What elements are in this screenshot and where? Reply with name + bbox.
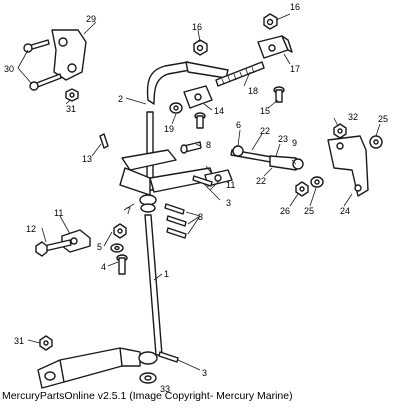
bolt-4 — [116, 254, 128, 275]
callout-2: 2 — [118, 94, 123, 104]
leader-lines — [17, 13, 381, 371]
springs-3 — [158, 175, 213, 363]
callout-22: 22 — [256, 176, 266, 186]
bolt-15 — [273, 86, 285, 103]
threaded-rod-18 — [215, 61, 265, 87]
callout-19: 19 — [164, 124, 174, 134]
callout-30: 30 — [4, 64, 14, 74]
callout-31: 31 — [66, 104, 76, 114]
nut-26 — [295, 181, 309, 197]
swivel-block-17 — [257, 35, 293, 59]
callout-16: 16 — [192, 22, 202, 32]
callout-12: 12 — [26, 224, 36, 234]
bolt-19b — [194, 112, 206, 129]
bolt-12 — [35, 239, 72, 257]
callout-4: 4 — [101, 262, 106, 272]
washer-25-a — [369, 135, 383, 149]
callout-13: 13 — [82, 154, 92, 164]
lower-lever-arm — [37, 347, 158, 389]
callout-15: 15 — [260, 106, 270, 116]
washer-19 — [169, 102, 183, 114]
callout-18: 18 — [248, 86, 258, 96]
screw-30 — [23, 39, 62, 91]
callout-33: 33 — [160, 384, 170, 394]
callout-11: 11 — [226, 180, 235, 190]
washer-33 — [139, 372, 157, 384]
callout-3: 3 — [198, 212, 203, 222]
callout-16: 16 — [290, 2, 300, 12]
callout-9: 9 — [292, 138, 297, 148]
callout-29: 29 — [86, 14, 96, 24]
nut-31-bottom — [39, 335, 53, 351]
callout-25: 25 — [378, 114, 388, 124]
callout-labels: 1 2 3 3 3 4 5 6 7 8 9 11 11 12 13 14 15 … — [4, 2, 388, 394]
nut-32 — [333, 123, 347, 139]
link-rod-22 — [230, 145, 304, 171]
image-caption: MercuryPartsOnline v2.5.1 (Image Copyrig… — [2, 390, 293, 402]
washer-5 — [110, 243, 124, 253]
callout-7: 7 — [126, 206, 131, 216]
callout-5: 5 — [97, 242, 102, 252]
callout-14: 14 — [214, 106, 224, 116]
callout-26: 26 — [280, 206, 290, 216]
callout-17: 17 — [290, 64, 300, 74]
callout-24: 24 — [340, 206, 350, 216]
washer-25-b — [310, 176, 324, 188]
callout-22: 22 — [260, 126, 270, 136]
callout-6: 6 — [236, 120, 241, 130]
pin-13 — [99, 133, 109, 149]
callout-1: 1 — [164, 269, 169, 279]
nut-16-b — [263, 13, 278, 30]
callout-23: 23 — [278, 134, 288, 144]
nut-5 — [113, 223, 127, 239]
nut-31-top — [65, 88, 79, 102]
callout-3: 3 — [202, 368, 207, 378]
callout-11: 11 — [54, 208, 63, 218]
swivel-14 — [183, 85, 213, 109]
pin-8 — [180, 141, 202, 154]
shift-shaft — [144, 61, 229, 356]
nut-16-a — [193, 39, 208, 56]
callout-31: 31 — [14, 336, 24, 346]
callout-8: 8 — [206, 140, 211, 150]
callout-32: 32 — [348, 112, 358, 122]
callout-3: 3 — [226, 198, 231, 208]
bracket-24 — [327, 135, 369, 197]
callout-25: 25 — [304, 206, 314, 216]
bell-crank — [51, 29, 87, 81]
